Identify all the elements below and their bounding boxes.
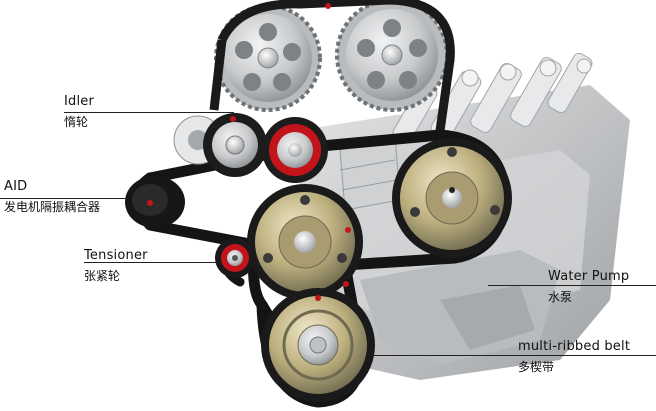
belt-label: multi-ribbed belt 多楔带 bbox=[518, 338, 630, 373]
water-pump-pulley bbox=[392, 138, 512, 258]
idler-label: Idler 惰轮 bbox=[64, 93, 94, 128]
aid-leader-line bbox=[0, 198, 125, 199]
tensioner-label: Tensioner 张紧轮 bbox=[84, 247, 148, 282]
timing-tensioner-pulley bbox=[262, 117, 328, 183]
belt-label-en: multi-ribbed belt bbox=[518, 339, 631, 354]
crankshaft-pulley bbox=[261, 288, 375, 402]
tensioner-label-zh: 张紧轮 bbox=[84, 269, 121, 283]
camshaft-sprocket-right bbox=[335, 0, 449, 112]
center-pulley bbox=[247, 184, 363, 300]
water-pump-label: Water Pump 水泵 bbox=[548, 268, 629, 303]
aid-label-zh: 发电机隔振耦合器 bbox=[4, 200, 101, 214]
belt-label-zh: 多楔带 bbox=[518, 360, 555, 374]
belt-markers bbox=[325, 3, 351, 287]
idler-pulley bbox=[203, 113, 267, 177]
tensioner-leader-line bbox=[84, 262, 219, 263]
water-pump-label-zh: 水泵 bbox=[548, 290, 573, 304]
idler-leader-line bbox=[64, 112, 234, 113]
water-pump-label-en: Water Pump bbox=[548, 269, 630, 284]
tensioner-label-en: Tensioner bbox=[84, 248, 148, 263]
camshaft-sprocket-left bbox=[214, 4, 322, 112]
idler-label-en: Idler bbox=[64, 94, 95, 109]
belt-leader-line bbox=[368, 355, 656, 356]
aid-label: AID 发电机隔振耦合器 bbox=[4, 178, 100, 213]
tensioner-pulley bbox=[215, 238, 255, 278]
aid-label-en: AID bbox=[4, 179, 28, 194]
water-pump-leader-line bbox=[488, 285, 656, 286]
idler-label-zh: 惰轮 bbox=[64, 115, 89, 129]
timing-belt bbox=[209, 0, 455, 146]
aid-pulley bbox=[125, 176, 185, 228]
